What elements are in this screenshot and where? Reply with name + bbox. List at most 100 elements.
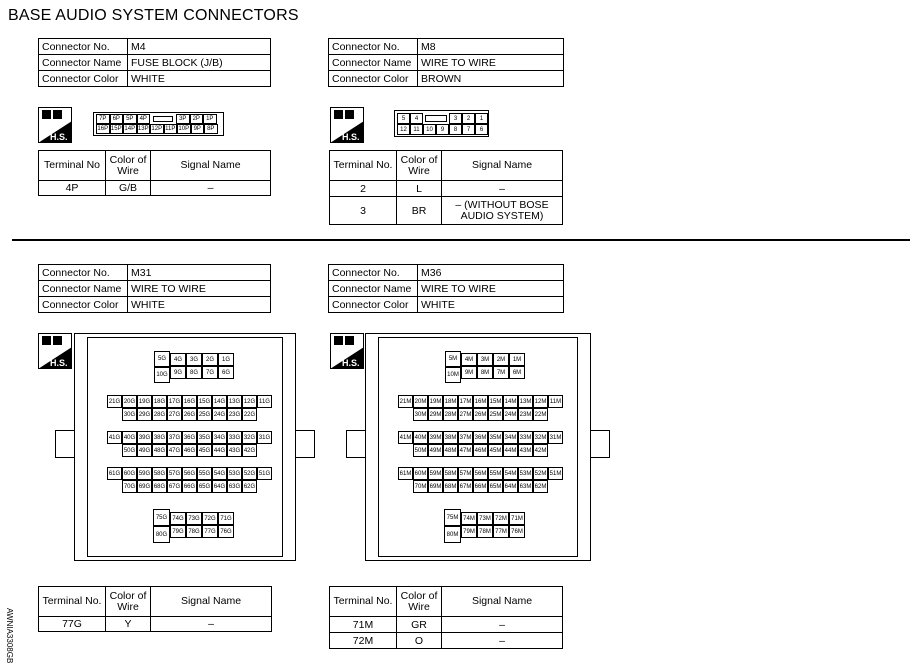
- connector-color-label: Connector Color: [38, 296, 128, 313]
- pin-cell: 8M: [477, 366, 493, 379]
- pin-cell: 3G: [186, 353, 202, 366]
- pin-cell: 47M: [458, 444, 473, 457]
- table-cell: Y: [105, 616, 151, 632]
- table-cell: –: [441, 632, 563, 649]
- pin-cell: 11P: [163, 124, 177, 134]
- pin-cell: 4M: [461, 353, 477, 366]
- terminal-no-header: Terminal No.: [329, 586, 397, 617]
- hs-icon: H.S.: [330, 107, 364, 143]
- signal-name-header: Signal Name: [441, 586, 563, 617]
- pin-cell: 12: [397, 124, 410, 135]
- pin-cell: 49M: [428, 444, 443, 457]
- pin-cell: 78G: [186, 525, 202, 538]
- pin-cell: 57G: [167, 467, 182, 480]
- pin-cell: 67G: [167, 480, 182, 493]
- pin-cell: 53G: [227, 467, 242, 480]
- pin-cell: 7P: [96, 114, 110, 124]
- pin-cell: 80M: [444, 526, 461, 543]
- pin-cell: 73M: [477, 512, 493, 525]
- pin-cell: 78M: [477, 525, 493, 538]
- pin-cell: 28G: [152, 408, 167, 421]
- pin-cell: 76G: [218, 525, 234, 538]
- pin-cell: 68M: [443, 480, 458, 493]
- pin-cell: 53M: [518, 467, 533, 480]
- pin-cell: 9G: [170, 366, 186, 379]
- pin-cell: 11: [410, 124, 423, 135]
- signal-name-header: Signal Name: [150, 586, 272, 617]
- terminal-no-header: Terminal No.: [38, 586, 106, 617]
- pin-cell: 38M: [443, 431, 458, 444]
- pin-cell: 58M: [443, 467, 458, 480]
- pin-cell: 28M: [443, 408, 458, 421]
- pin-cell: 23G: [227, 408, 242, 421]
- pin-cell: 30G: [122, 408, 137, 421]
- pin-cell: 56M: [473, 467, 488, 480]
- pin-cell: 24M: [503, 408, 518, 421]
- pin-cell: 3: [449, 113, 462, 124]
- pin-cell: 7: [462, 124, 475, 135]
- table-cell: 77G: [38, 616, 106, 632]
- table-cell: –: [441, 180, 563, 197]
- connector-color-label: Connector Color: [328, 70, 418, 87]
- pin-cell: 16P: [96, 124, 110, 134]
- m4-connector-name: FUSE BLOCK (J/B): [127, 54, 271, 71]
- pin-cell: 71G: [218, 512, 234, 525]
- pin-cell: 43G: [227, 444, 242, 457]
- pin-cell: 46G: [182, 444, 197, 457]
- pin-cell: 39M: [428, 431, 443, 444]
- pin-cell: 10: [423, 124, 436, 135]
- pin-cell: 38G: [152, 431, 167, 444]
- connector-no-label: Connector No.: [38, 264, 128, 281]
- pin-cell: 23M: [518, 408, 533, 421]
- pin-cell: 2P: [189, 114, 203, 124]
- pin-cell: 7M: [493, 366, 509, 379]
- pin-cell: 20G: [122, 395, 137, 408]
- pin-cell: 60G: [122, 467, 137, 480]
- pin-cell: 16M: [473, 395, 488, 408]
- pin-cell: 67M: [458, 480, 473, 493]
- pin-cell: 46M: [473, 444, 488, 457]
- pin-cell: 64G: [212, 480, 227, 493]
- pin-cell: 7G: [202, 366, 218, 379]
- pin-cell: 63M: [518, 480, 533, 493]
- pin-cell: 62M: [533, 480, 548, 493]
- pin-cell: 10P: [177, 124, 191, 134]
- pin-cell: 15M: [488, 395, 503, 408]
- pin-cell: 17M: [458, 395, 473, 408]
- pin-cell: 32M: [533, 431, 548, 444]
- pin-cell: 69M: [428, 480, 443, 493]
- key-slot: [425, 115, 447, 122]
- pin-cell: 26G: [182, 408, 197, 421]
- table-cell: 4P: [38, 180, 106, 196]
- pin-cell: 21G: [107, 395, 122, 408]
- svg-text:H.S.: H.S.: [50, 358, 68, 368]
- pin-cell: 1: [475, 113, 488, 124]
- pin-cell: 60M: [413, 467, 428, 480]
- pin-cell: 12P: [150, 124, 164, 134]
- pin-cell: 70G: [122, 480, 137, 493]
- pin-cell: 62G: [242, 480, 257, 493]
- pin-cell: 32G: [242, 431, 257, 444]
- pin-cell: 15G: [197, 395, 212, 408]
- m31-connector-name: WIRE TO WIRE: [127, 280, 271, 297]
- m36-connector-name: WIRE TO WIRE: [417, 280, 564, 297]
- pin-cell: 59G: [137, 467, 152, 480]
- pin-cell: 4P: [136, 114, 150, 124]
- pin-cell: 8: [449, 124, 462, 135]
- pin-cell: 74M: [461, 512, 477, 525]
- hs-icon: H.S.: [38, 107, 72, 143]
- pin-cell: 2: [462, 113, 475, 124]
- pin-cell: 40M: [413, 431, 428, 444]
- pin-cell: 58G: [152, 467, 167, 480]
- pin-cell: 41M: [398, 431, 413, 444]
- pin-cell: 47G: [167, 444, 182, 457]
- pin-cell: 54G: [212, 467, 227, 480]
- pin-cell: 12M: [533, 395, 548, 408]
- pin-cell: 14G: [212, 395, 227, 408]
